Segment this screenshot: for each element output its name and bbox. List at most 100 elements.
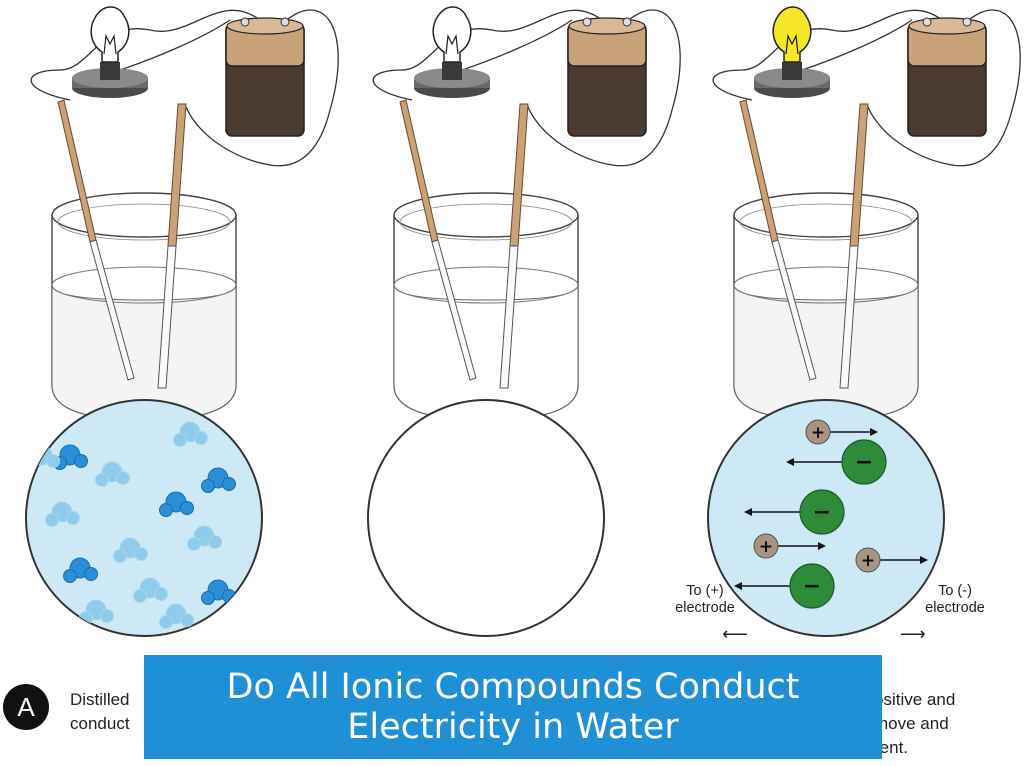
battery-cap: [568, 17, 646, 35]
panel-ionic-solution: +++−−−: [707, 6, 1021, 637]
hydrogen-atom: [222, 477, 236, 491]
lattice-ion-white: [326, 554, 357, 585]
to-positive-line1: To (+): [686, 583, 724, 599]
lattice-ion-white: [616, 554, 647, 585]
cation-ion: [805, 419, 831, 445]
arrowhead: [920, 556, 928, 564]
water-molecule-icon: [45, 501, 80, 527]
lattice-ion-tan: [340, 426, 371, 457]
bulb-icon: [432, 6, 472, 63]
water-molecule-icon: [113, 537, 148, 563]
lattice-ion-white: [601, 477, 632, 508]
arrowhead: [734, 582, 742, 590]
bulb-icon: [90, 6, 130, 63]
arrowhead: [818, 542, 826, 550]
lattice-ion-tan: [630, 375, 661, 406]
electrode-right-submerged: [157, 245, 177, 389]
anion-charge: −: [813, 500, 831, 525]
electrode-right: [849, 103, 869, 247]
anion-charge: −: [855, 450, 873, 475]
lattice-ion-tan: [340, 579, 371, 610]
lattice-ion-tan: [630, 579, 661, 610]
hydrogen-atom: [208, 535, 222, 549]
lattice-ion-tan: [630, 477, 661, 508]
caption-letter-badge: A: [3, 684, 49, 730]
battery-cap: [908, 17, 986, 35]
caption-right-line2: move and: [874, 714, 949, 733]
lattice-ion-white: [601, 579, 632, 610]
to-negative-line2: electrode: [925, 600, 985, 616]
bulb-socket: [442, 62, 462, 80]
water-molecule-icon: [159, 603, 194, 629]
electrode-right: [167, 103, 187, 247]
left-arrow: ⟵: [722, 624, 748, 645]
beaker-rim-inner: [57, 203, 231, 241]
electrode-left-submerged: [89, 239, 135, 381]
water-molecule-icon: [53, 444, 88, 470]
battery-terminal: [280, 17, 290, 27]
water-molecule-icon: [79, 599, 114, 625]
caption-left-text: Distilled conduct: [70, 688, 130, 736]
beaker-rim: [51, 192, 237, 238]
hydrogen-atom: [180, 501, 194, 515]
panel-distilled-water: [25, 6, 339, 637]
electrode-left: [57, 99, 97, 243]
wire: [461, 19, 573, 71]
water-molecule-icon: [63, 557, 98, 583]
wire: [119, 19, 231, 71]
hydrogen-atom: [84, 567, 98, 581]
lit-bulb-icon: [772, 6, 812, 63]
caption-right-line1: ositive and: [874, 690, 956, 709]
electrode-left-submerged: [771, 239, 817, 381]
beaker-rim-inner: [399, 203, 573, 241]
cation-charge: +: [861, 551, 875, 571]
cation-charge: +: [811, 423, 825, 443]
lattice-ion-tan: [355, 605, 386, 636]
banner-title: Do All Ionic Compounds Conduct Electrici…: [226, 667, 800, 747]
panel-solid-lattice: [326, 6, 681, 637]
cation-ion: [753, 533, 779, 559]
lattice-ion-tan: [630, 528, 661, 559]
bulb-filament: [445, 33, 459, 55]
liquid-surface: [51, 266, 237, 304]
to-positive-electrode-label: To (+) electrode: [660, 583, 750, 617]
battery-terminal: [922, 17, 932, 27]
hydrogen-atom: [100, 609, 114, 623]
hydrogen-atom: [159, 615, 173, 629]
hydrogen-atom: [154, 587, 168, 601]
hydrogen-atom: [95, 473, 109, 487]
water-molecule-icon: [159, 491, 194, 517]
caption-left-line1: Distilled: [70, 690, 130, 709]
anion-ion: [789, 563, 835, 609]
to-negative-line1: To (-): [938, 583, 972, 599]
lattice-ion-white: [616, 451, 647, 482]
water-molecule-icon: [173, 421, 208, 447]
hydrogen-atom: [134, 547, 148, 561]
hydrogen-atom: [201, 479, 215, 493]
hydrogen-atom: [116, 471, 130, 485]
hydrogen-atom: [113, 549, 127, 563]
lattice-ion-white: [616, 400, 647, 431]
beaker-rim-inner: [739, 203, 913, 241]
lattice-ion-white: [326, 400, 357, 431]
magnified-view-border: [367, 399, 605, 637]
cation-ion: [855, 547, 881, 573]
battery-terminal: [622, 17, 632, 27]
anion-charge: −: [803, 574, 821, 599]
bulb-socket: [100, 62, 120, 80]
hydrogen-atom: [159, 503, 173, 517]
water-molecule-icon: [95, 461, 130, 487]
beaker-rim: [393, 192, 579, 238]
electrode-right-submerged: [499, 245, 519, 389]
lattice-ion-tan: [587, 605, 618, 636]
battery-cap: [226, 17, 304, 35]
electrode-left-submerged: [431, 239, 477, 381]
lattice-ion-white: [601, 426, 632, 457]
lattice-ion-white: [601, 528, 632, 559]
hydrogen-atom: [180, 613, 194, 627]
lattice-ion-tan: [355, 400, 386, 431]
electrode-left: [739, 99, 779, 243]
lattice-ion-tan: [630, 426, 661, 457]
hydrogen-atom: [201, 591, 215, 605]
magnified-view: [368, 400, 604, 636]
